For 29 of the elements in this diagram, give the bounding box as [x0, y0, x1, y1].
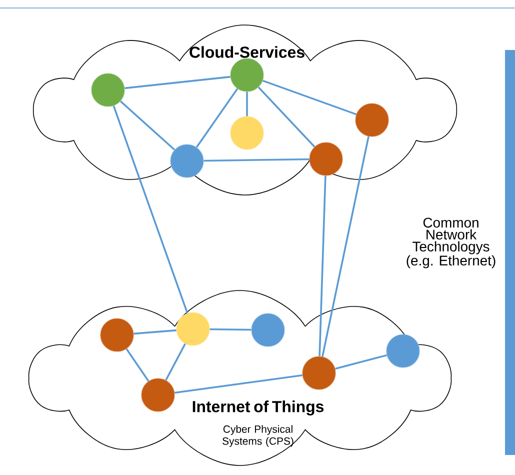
connection-line: [262, 80, 356, 116]
network-node-circle: [176, 312, 210, 346]
connection-line: [120, 100, 176, 150]
connection-line: [210, 328, 252, 331]
connection-line: [126, 348, 150, 382]
network-node-circle: [170, 144, 204, 178]
connection-line: [112, 106, 188, 314]
connection-line: [204, 158, 310, 162]
connection-line: [246, 92, 248, 116]
network-node-circle: [230, 116, 264, 150]
network-node-circle: [386, 334, 420, 368]
connection-line: [174, 374, 302, 394]
connection-line: [134, 329, 176, 335]
connection-line: [124, 76, 230, 90]
network-node-circle: [302, 356, 336, 390]
connection-line: [258, 86, 316, 148]
network-node-circle: [251, 313, 285, 347]
connection-line: [196, 88, 238, 148]
connection-line: [165, 343, 186, 381]
connection-line: [335, 354, 387, 370]
connection-line: [318, 176, 326, 356]
network-node-circle: [230, 58, 264, 92]
network-node-circle: [355, 103, 389, 137]
network-node-circle: [91, 73, 125, 107]
network-node-circle: [100, 318, 134, 352]
network-node-circle: [309, 142, 343, 176]
network-node-circle: [141, 378, 175, 412]
annotation-text: Common Network Technologys (e.g. Ethernet): [406, 218, 496, 268]
connection-line: [322, 136, 370, 357]
